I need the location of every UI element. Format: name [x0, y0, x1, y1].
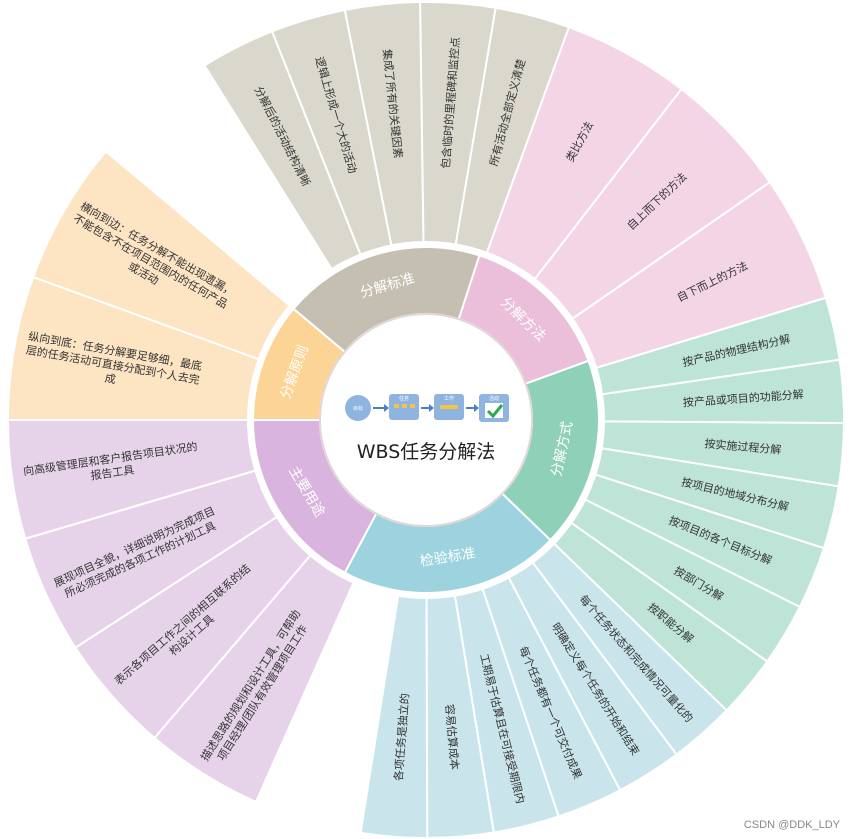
- watermark: CSDN @DDK_LDY: [743, 819, 840, 831]
- item-label-verify: 各项任务是独立的: [391, 693, 412, 782]
- center-title: WBS任务分解法: [357, 441, 496, 463]
- check-icon: [486, 404, 504, 419]
- process-flow-icon: 目标 任务 工作 活动: [345, 394, 509, 422]
- arrow-icon: [384, 404, 389, 412]
- item-segment-verify: [359, 594, 429, 839]
- item-segment-principles: [31, 149, 292, 361]
- arrow-icon: [474, 404, 479, 412]
- item-label-verify: 容易估算成本: [443, 703, 462, 770]
- item-label-approaches: 按实施过程分解: [704, 436, 782, 456]
- goal-icon: [345, 395, 371, 421]
- icon-label-goal: 目标: [353, 405, 363, 412]
- icon-label-task: 任务: [399, 395, 409, 402]
- icon-label-activity: 活动: [489, 395, 499, 402]
- arrow-icon: [429, 404, 434, 412]
- outer-ring: 分解后的活动结构清晰逻辑上形成一个大的活动集成了所有的关键因素包含临时的里程碑和…: [6, 1, 845, 839]
- center-hub: 目标 任务 工作 活动 WBS任务分解法: [319, 313, 533, 527]
- center-circle: [319, 313, 533, 527]
- icon-label-work: 工作: [444, 395, 454, 402]
